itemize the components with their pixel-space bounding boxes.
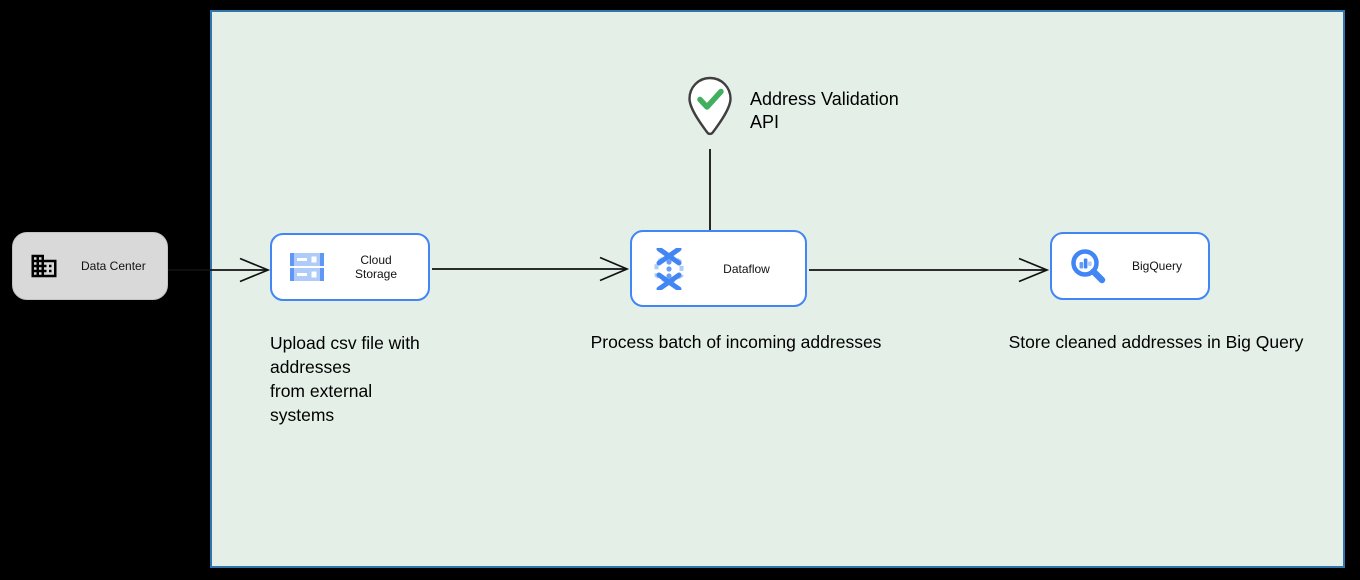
caption-dataflow: Process batch of incoming addresses xyxy=(590,332,882,352)
caption-bigquery: Store cleaned addresses in Big Query xyxy=(1008,332,1304,352)
dataflow-icon xyxy=(654,247,684,290)
cloud-storage-icon xyxy=(290,253,324,281)
bigquery-icon xyxy=(1071,249,1106,284)
map-pin-check-icon xyxy=(688,76,732,136)
node-label-bigquery: BigQuery xyxy=(1131,259,1183,273)
api-marker-label: Address Validation API xyxy=(750,89,899,132)
api-marker[interactable] xyxy=(687,76,733,138)
node-cloud-storage[interactable]: Cloud Storage xyxy=(270,233,430,301)
checkmark-icon xyxy=(697,88,724,110)
caption-cloud-storage: Upload csv file with addresses from exte… xyxy=(270,333,420,425)
building-icon xyxy=(31,254,57,278)
node-label-cloud-storage: Cloud Storage xyxy=(354,253,398,281)
node-label-data-center: Data Center xyxy=(81,259,146,273)
node-data-center[interactable]: Data Center xyxy=(12,232,168,300)
node-bigquery[interactable]: BigQuery xyxy=(1050,232,1210,300)
node-dataflow[interactable]: Dataflow xyxy=(630,230,807,307)
node-label-dataflow: Dataflow xyxy=(723,261,770,276)
